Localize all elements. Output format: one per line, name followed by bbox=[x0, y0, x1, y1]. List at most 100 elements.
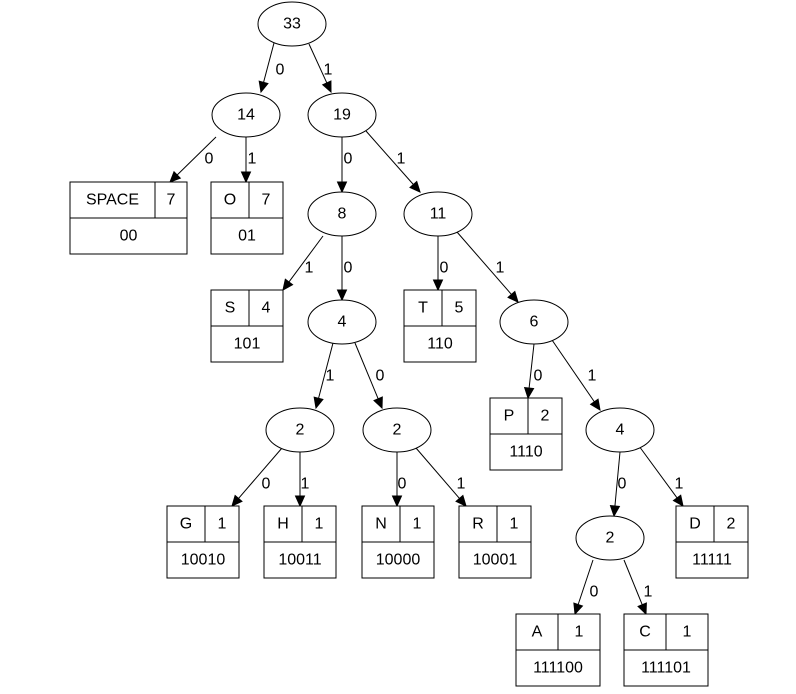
edge-n4a-n2g: 1 bbox=[313, 342, 335, 410]
leaf-frequency: 5 bbox=[455, 300, 464, 317]
leaf-code: 10011 bbox=[278, 552, 321, 569]
edge-line bbox=[577, 559, 594, 605]
edge-label: 1 bbox=[324, 62, 333, 79]
arrowhead-icon bbox=[672, 494, 684, 507]
arrowhead-icon bbox=[336, 289, 348, 302]
edge-n4b-ld: 1 bbox=[638, 445, 684, 507]
leaf-symbol: T bbox=[418, 300, 428, 317]
node-weight: 19 bbox=[333, 107, 351, 124]
edge-line bbox=[365, 130, 414, 185]
tree-node-n2n: 2 bbox=[362, 407, 432, 453]
leaf-symbol: R bbox=[472, 516, 484, 533]
tree-node-n2g: 2 bbox=[265, 407, 335, 453]
edge-n11-n6: 1 bbox=[456, 231, 519, 303]
edge-line bbox=[263, 42, 275, 83]
node-weight: 2 bbox=[393, 422, 402, 439]
leaf-frequency: 7 bbox=[262, 192, 271, 209]
leaf-lp: P 2 1110 bbox=[489, 397, 563, 471]
node-weight: 2 bbox=[606, 530, 615, 547]
tree-node-n8: 8 bbox=[307, 191, 377, 237]
node-ellipse bbox=[257, 1, 327, 47]
node-ellipse bbox=[265, 407, 335, 453]
edge-n2a-lc: 1 bbox=[623, 559, 653, 616]
edge-label: 0 bbox=[590, 584, 599, 601]
edge-label: 1 bbox=[248, 151, 257, 168]
edge-line bbox=[308, 43, 328, 84]
leaf-frequency: 1 bbox=[218, 516, 227, 533]
arrowhead-icon bbox=[294, 495, 306, 508]
node-ellipse bbox=[211, 92, 281, 138]
edge-line bbox=[176, 136, 217, 176]
node-weight: 8 bbox=[338, 206, 347, 223]
edge-label: 1 bbox=[644, 584, 653, 601]
arrowhead-icon bbox=[282, 278, 294, 291]
leaf-frequency: 2 bbox=[727, 516, 736, 533]
edge-n6-lp: 0 bbox=[523, 343, 543, 400]
tree-node-n4a: 4 bbox=[307, 299, 377, 345]
edge-label: 0 bbox=[276, 62, 285, 79]
leaf-code: 10010 bbox=[181, 552, 226, 569]
edge-n14-lspace: 0 bbox=[169, 136, 217, 183]
edge-n19-n11: 1 bbox=[365, 130, 421, 193]
arrowhead-icon bbox=[336, 181, 348, 194]
leaf-frequency: 2 bbox=[541, 408, 550, 425]
leaf-code: 111101 bbox=[641, 660, 691, 677]
edge-line bbox=[288, 235, 324, 283]
tree-node-n6: 6 bbox=[499, 299, 569, 345]
arrowhead-icon bbox=[321, 80, 332, 94]
arrowhead-icon bbox=[507, 290, 519, 303]
edge-n33-n14: 0 bbox=[258, 42, 285, 94]
node-ellipse bbox=[585, 407, 655, 453]
leaf-symbol: P bbox=[504, 408, 515, 425]
edge-n33-n19: 1 bbox=[308, 43, 333, 94]
leaf-frequency: 1 bbox=[413, 516, 422, 533]
edge-n8-n4a: 0 bbox=[336, 236, 353, 302]
edge-line bbox=[456, 231, 512, 295]
edge-label: 0 bbox=[376, 368, 385, 385]
tree-node-n19: 19 bbox=[307, 92, 377, 138]
edge-line bbox=[238, 447, 283, 499]
arrowhead-icon bbox=[313, 396, 324, 410]
leaf-symbol: N bbox=[375, 516, 387, 533]
edge-line bbox=[528, 343, 535, 389]
arrowhead-icon bbox=[432, 279, 444, 292]
edge-label: 1 bbox=[457, 476, 466, 493]
edge-line bbox=[415, 447, 460, 499]
node-weight: 11 bbox=[430, 206, 447, 223]
edge-label: 0 bbox=[398, 476, 407, 493]
edge-label: 1 bbox=[588, 368, 597, 385]
edge-line bbox=[638, 445, 678, 499]
node-weight: 33 bbox=[283, 16, 301, 33]
edge-label: 0 bbox=[344, 260, 353, 277]
leaf-frequency: 1 bbox=[683, 624, 692, 641]
tree-node-n11: 11 bbox=[403, 191, 473, 237]
leaf-code: 00 bbox=[120, 228, 138, 245]
edge-n19-n8: 0 bbox=[336, 137, 353, 194]
edge-label: 0 bbox=[344, 151, 353, 168]
edge-label: 1 bbox=[305, 260, 314, 277]
node-ellipse bbox=[307, 191, 377, 237]
tree-node-n4b: 4 bbox=[585, 407, 655, 453]
node-ellipse bbox=[362, 407, 432, 453]
leaf-code: 1110 bbox=[509, 444, 542, 461]
arrowhead-icon bbox=[373, 396, 383, 410]
edge-n2g-lg: 0 bbox=[231, 447, 283, 507]
arrowhead-icon bbox=[589, 398, 601, 412]
edge-n11-lt: 0 bbox=[432, 236, 449, 292]
arrowhead-icon bbox=[573, 602, 584, 616]
node-weight: 4 bbox=[338, 314, 347, 331]
leaf-symbol: C bbox=[639, 624, 651, 641]
edge-label: 0 bbox=[534, 368, 543, 385]
tree-node-n14: 14 bbox=[211, 92, 281, 138]
edge-label: 0 bbox=[205, 151, 214, 168]
leaf-code: 10001 bbox=[473, 552, 518, 569]
leaf-frequency: 7 bbox=[167, 192, 176, 209]
